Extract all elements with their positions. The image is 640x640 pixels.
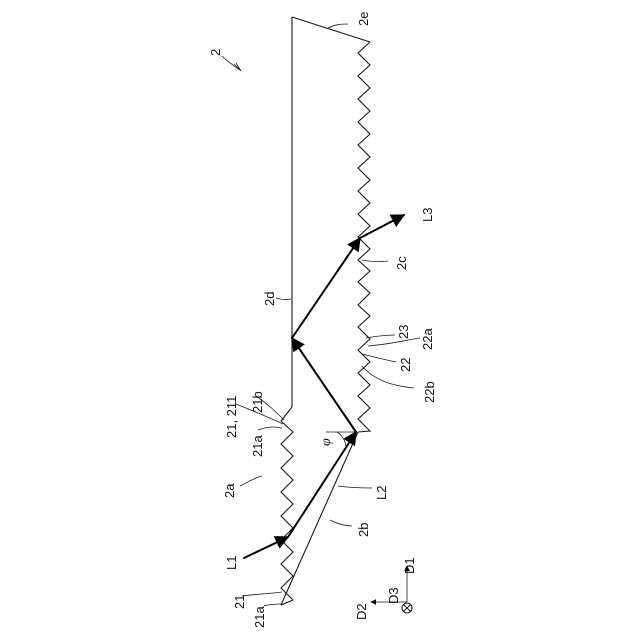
leader-23 (366, 335, 395, 338)
label-D3: D3 (386, 587, 401, 604)
ray-L2-segment-a (288, 432, 356, 537)
label-21a-top: 21a (250, 435, 265, 457)
leader-22a (368, 338, 420, 346)
slanted-edge-2b (281, 432, 358, 605)
label-21a-bottom: 21a (252, 606, 267, 628)
label-21: 21 (232, 595, 247, 609)
ray-L3 (360, 215, 404, 238)
label-2d: 2d (262, 292, 277, 306)
label-21-211: 21, 211 (224, 396, 239, 438)
label-23: 23 (396, 325, 411, 339)
label-2b: 2b (356, 523, 371, 537)
leader-2d (276, 298, 291, 300)
ray-L2-segment-c (292, 238, 360, 338)
angle-arc (337, 432, 346, 447)
label-2c: 2c (394, 256, 409, 270)
leader-fig-ref (222, 56, 240, 70)
leader-2b (330, 520, 352, 526)
labels: 2 2e 2d L3 2c 23 22a 22 22b 21, 211 21b … (208, 12, 437, 628)
ray-L1 (244, 537, 288, 558)
label-D1: D1 (402, 557, 417, 574)
leader-21a-top (258, 427, 282, 430)
label-22b: 22b (422, 381, 437, 403)
leader-22 (362, 354, 396, 362)
label-22: 22 (398, 358, 413, 372)
lower-prism-teeth-2a (281, 407, 293, 600)
angle-phi-label: φ (319, 438, 334, 446)
leader-21a-bottom (264, 604, 282, 606)
leader-2a (240, 476, 262, 486)
label-21b: 21b (250, 391, 265, 413)
label-L1: L1 (224, 556, 239, 570)
label-2e: 2e (356, 12, 371, 26)
leader-21 (242, 592, 282, 596)
light-rays (244, 215, 404, 558)
sheet-outline (281, 17, 370, 605)
leader-lines (222, 24, 420, 606)
label-L2: L2 (374, 486, 389, 500)
label-fig-ref: 2 (208, 49, 223, 56)
ray-L2-segment-b (292, 338, 356, 432)
leader-L2 (338, 486, 372, 488)
leader-2c (362, 260, 388, 262)
label-D2: D2 (354, 603, 369, 620)
leader-2e (328, 24, 348, 28)
label-2a: 2a (222, 483, 237, 498)
circle-cross-icon (402, 603, 412, 613)
label-22a: 22a (420, 328, 435, 350)
direction-axes: D1 D2 D3 (354, 557, 417, 620)
label-L3: L3 (420, 208, 435, 222)
